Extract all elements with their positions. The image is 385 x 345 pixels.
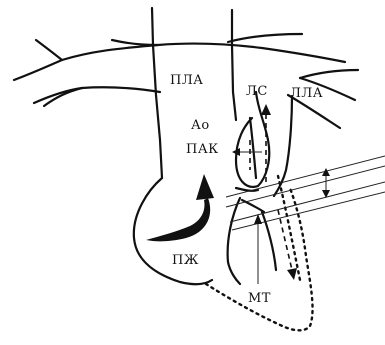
label-aortic-valve: ПАК: [186, 142, 219, 157]
pulmonary-trunk-left-wall: [152, 8, 162, 178]
septum-wall: [228, 198, 240, 284]
label-pulmonary-artery: ПЛА: [170, 73, 204, 88]
label-left-atrium: ЛС: [246, 84, 268, 99]
left-atrium-inner-wall: [250, 118, 256, 178]
label-right-ventricle: ПЖ: [172, 253, 199, 268]
pulmonary-trunk-right-wall: [232, 10, 236, 120]
label-mitral-valve: МТ: [248, 291, 271, 306]
apex-dotted-inner: [278, 176, 300, 280]
label-aorta: Ао: [191, 118, 210, 133]
beam-width-arrow: [322, 168, 330, 198]
label-left-pulmonary-artery: ЛЛА: [290, 86, 323, 101]
